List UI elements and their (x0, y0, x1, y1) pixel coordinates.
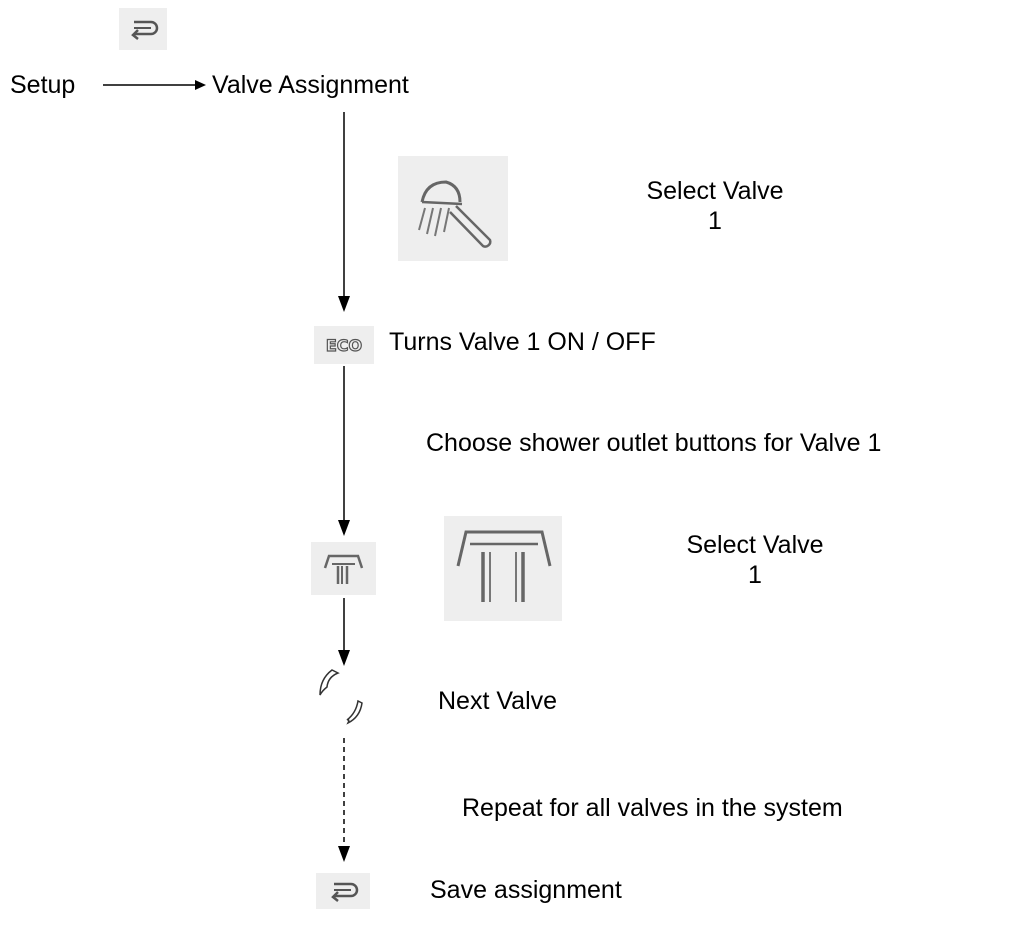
select-valve-number: 1 (708, 207, 722, 235)
select-valve-number: 1 (748, 561, 762, 589)
setup-label: Setup (10, 71, 76, 99)
overhead-shower-large-icon (444, 516, 562, 621)
eco-description: Turns Valve 1 ON / OFF (389, 328, 656, 356)
select-valve-text: Select Valve (646, 177, 784, 205)
select-valve-text: Select Valve (686, 531, 824, 559)
valve-assignment-label: Valve Assignment (212, 71, 409, 99)
eco-icon: ECO (314, 326, 374, 364)
hand-shower-icon (398, 156, 508, 261)
arrowhead (338, 846, 350, 862)
next-valve-text: Next Valve (438, 687, 558, 715)
arrowhead (338, 296, 350, 312)
arrowhead (338, 650, 350, 666)
top-return-icon (119, 8, 167, 50)
choose-outlet-text: Choose shower outlet buttons for Valve 1 (426, 429, 882, 457)
arrowhead (195, 80, 206, 90)
repeat-text: Repeat for all valves in the system (462, 794, 843, 822)
eco-icon-text: ECO (326, 336, 362, 355)
select-valve-label-2: Select Valve 1 (630, 530, 880, 590)
save-assignment-text: Save assignment (430, 876, 622, 904)
next-valve-icon (310, 665, 376, 735)
save-return-icon (316, 873, 370, 909)
overhead-shower-small-icon (311, 542, 376, 595)
select-valve-label-1: Select Valve 1 (590, 176, 840, 236)
arrowhead (338, 520, 350, 536)
